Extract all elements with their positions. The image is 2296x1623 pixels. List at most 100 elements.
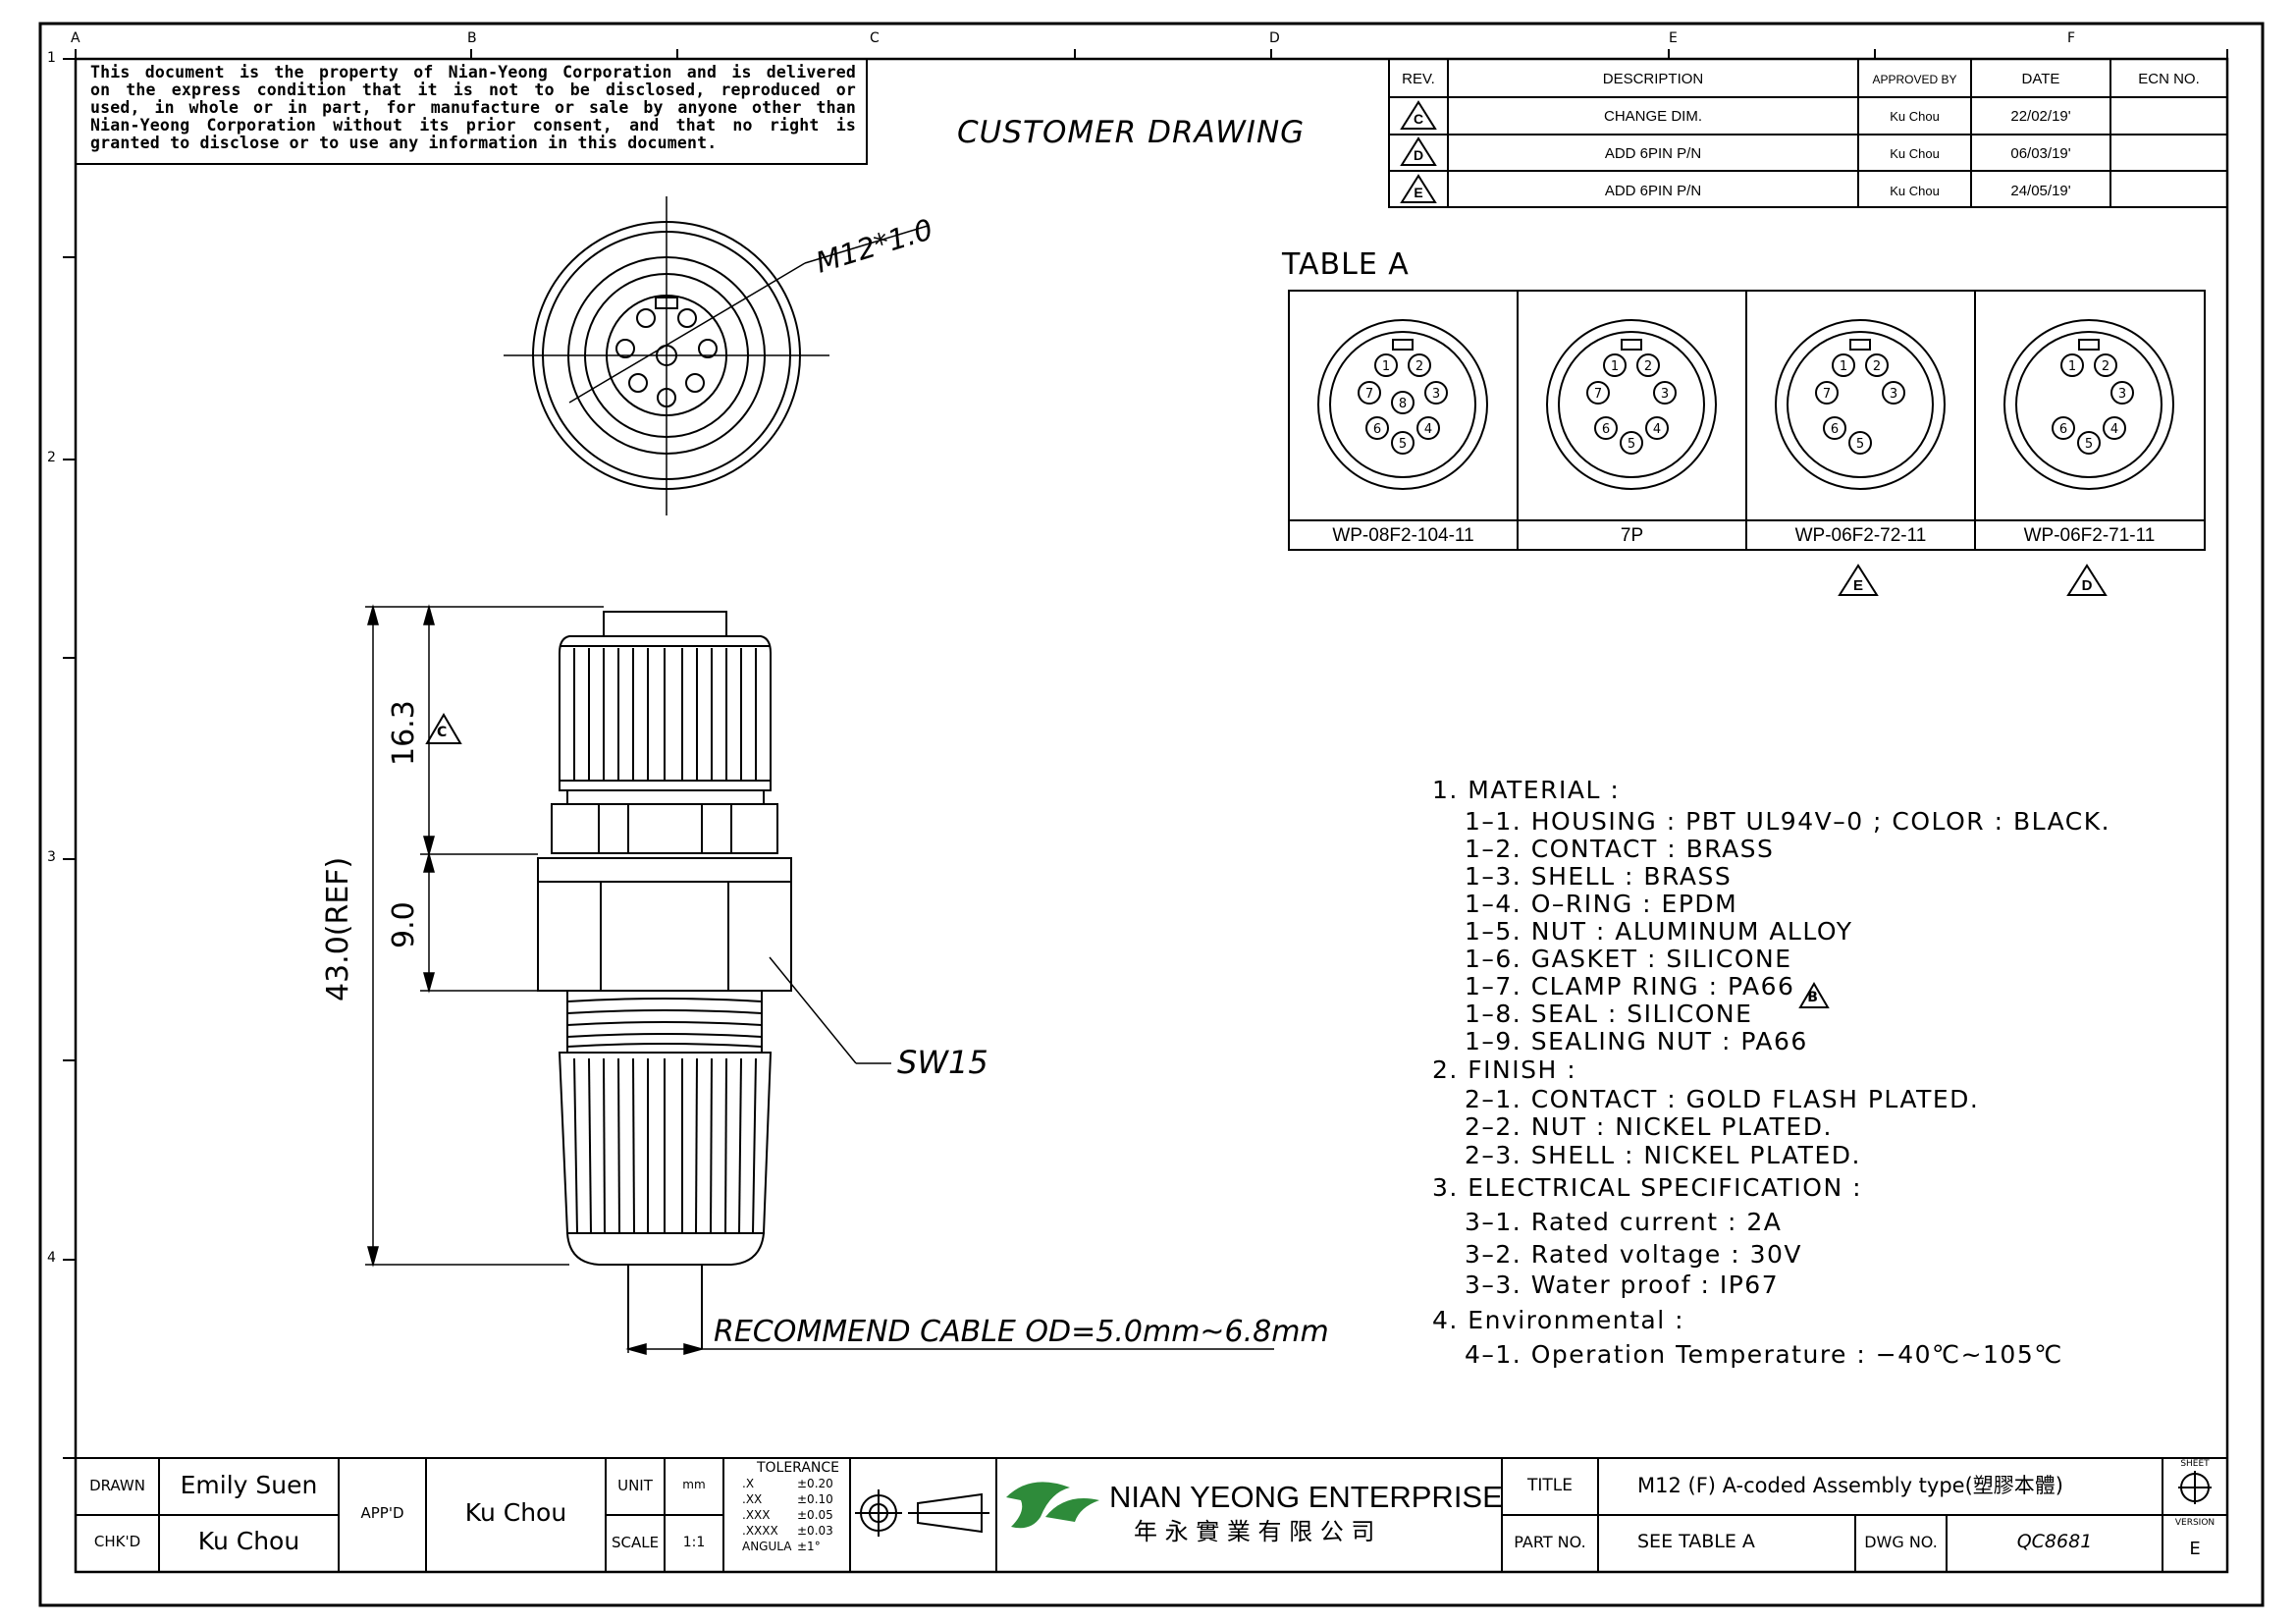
key-notch (1621, 339, 1642, 351)
zone-ticks (63, 49, 2228, 1459)
drawn-value: Emily Suen (180, 1471, 318, 1499)
pin-7 (1358, 381, 1381, 405)
tolerance-key: ANGULA (742, 1540, 792, 1553)
rev-mark: E (1414, 185, 1423, 200)
chkd-value: Ku Chou (197, 1527, 300, 1555)
dwg-no-label: DWG NO. (1864, 1533, 1938, 1551)
pin-number: 2 (1644, 359, 1652, 374)
property-notice-box (75, 58, 868, 165)
zone-col-label: B (467, 30, 477, 46)
pin-number: 1 (2068, 359, 2076, 374)
table-a-part-no: WP-06F2-72-11 (1794, 525, 1927, 546)
cable-note: RECOMMEND CABLE OD=5.0mm~6.8mm (714, 1315, 1329, 1349)
zone-col-label: A (71, 30, 80, 46)
pin-number: 3 (1661, 387, 1669, 402)
note-line: 4. Environmental : (1432, 1306, 1685, 1334)
tolerance-key: .XXX (742, 1508, 771, 1522)
pin-1 (1603, 353, 1627, 377)
zone-col-label: E (1669, 30, 1678, 46)
rev-approved: Ku Chou (1890, 184, 1940, 198)
company-name-cn: 年 永 實 業 有 限 公 司 (1134, 1518, 1375, 1545)
table-a-part-no: WP-06F2-71-11 (2023, 525, 2156, 546)
dwg-no-value: QC8681 (2016, 1531, 2093, 1552)
dim-overall: 43.0(REF) (321, 856, 355, 1001)
pin-number: 4 (1653, 422, 1661, 437)
appd-value: Ku Chou (464, 1498, 567, 1527)
rev-description: ADD 6PIN P/N (1604, 183, 1702, 199)
wrench-label: SW15 (897, 1044, 988, 1081)
pin-number: 6 (2059, 422, 2067, 437)
tolerance-value: ±0.05 (797, 1508, 833, 1522)
pin-number: 7 (1365, 387, 1373, 402)
dim-upper-rev: C (437, 725, 448, 740)
tolerance-value: ±0.10 (797, 1492, 833, 1506)
note-line: 3–2. Rated voltage : 30V (1465, 1240, 1802, 1269)
property-notice-line: on the express condition that it is not … (90, 81, 856, 99)
pin-1 (1374, 353, 1398, 377)
table-a-grid (1288, 290, 2206, 551)
note-line: 1–3. SHELL : BRASS (1465, 862, 1733, 891)
rev-date: 06/03/19' (2010, 145, 2071, 162)
table-a-rev-triangles (1838, 564, 2108, 596)
note-line: 2–1. CONTACT : GOLD FLASH PLATED. (1465, 1085, 1980, 1113)
appd-label: APP'D (360, 1504, 404, 1522)
key-notch (1849, 339, 1871, 351)
property-notice-line: This document is the property of Nian-Ye… (90, 63, 856, 81)
note-line: 2–3. SHELL : NICKEL PLATED. (1465, 1141, 1861, 1169)
projection-symbol (855, 1489, 989, 1537)
rev-header-description: DESCRIPTION (1602, 71, 1704, 87)
pin-number: 1 (1840, 359, 1847, 374)
zone-col-label: C (870, 30, 880, 46)
front-view (504, 196, 929, 515)
side-view-dimensions (365, 604, 1274, 1355)
table-a-rev-mark: D (2081, 577, 2093, 594)
zone-row-label: 2 (47, 450, 56, 465)
pin-number: 1 (1611, 359, 1619, 374)
rev-mark: D (1413, 147, 1424, 163)
part-no-value: SEE TABLE A (1637, 1531, 1755, 1552)
pin-number: 2 (1415, 359, 1423, 374)
face-outer (1546, 319, 1717, 490)
table-a-part-no: 7P (1620, 525, 1644, 546)
rev-date: 24/05/19' (2010, 183, 2071, 199)
property-notice-line: Nian-Yeong Corporation without its prior… (90, 116, 856, 135)
drawn-label: DRAWN (89, 1477, 145, 1494)
property-notice-line: used, in whole or in part, for manufactu… (90, 98, 856, 117)
note-line: 2. FINISH : (1432, 1055, 1577, 1084)
zone-row-label: 3 (47, 849, 56, 865)
face-outer (2003, 319, 2174, 490)
note-line: 3–3. Water proof : IP67 (1465, 1271, 1780, 1299)
table-a-rev-mark: E (1852, 577, 1863, 594)
unit-label: UNIT (617, 1477, 653, 1494)
revision-table-grid (1388, 58, 2228, 208)
pin-1 (2060, 353, 2084, 377)
pin-number: 5 (1628, 437, 1635, 452)
pin-number: 7 (1823, 387, 1831, 402)
pin-4 (1416, 416, 1440, 440)
note-line: 1–2. CONTACT : BRASS (1465, 835, 1775, 863)
tolerance-value: ±1° (797, 1540, 821, 1553)
scale-value: 1:1 (682, 1535, 706, 1550)
pin-5 (1391, 431, 1415, 455)
pin-3 (2110, 381, 2134, 405)
company-name: NIAN YEONG ENTERPRISE (1109, 1480, 1503, 1514)
pin-2 (1408, 353, 1431, 377)
chkd-label: CHK'D (93, 1533, 141, 1550)
table-a-part-no: WP-08F2-104-11 (1332, 525, 1474, 546)
pin-number: 2 (2102, 359, 2109, 374)
pin-number: 4 (1424, 422, 1432, 437)
pin-number: 4 (2110, 422, 2118, 437)
pin-4 (1645, 416, 1669, 440)
tolerance-value: ±0.03 (797, 1524, 833, 1538)
pin-6 (1594, 416, 1618, 440)
pin-5 (1620, 431, 1643, 455)
tolerance-key: .XXXX (742, 1524, 778, 1538)
pin-6 (2052, 416, 2075, 440)
note-line: 1–4. O–RING : EPDM (1465, 890, 1738, 918)
property-notice-line: granted to disclose or to use any inform… (90, 134, 718, 152)
triangle-icon (1798, 982, 1831, 1008)
pin-6 (1365, 416, 1389, 440)
